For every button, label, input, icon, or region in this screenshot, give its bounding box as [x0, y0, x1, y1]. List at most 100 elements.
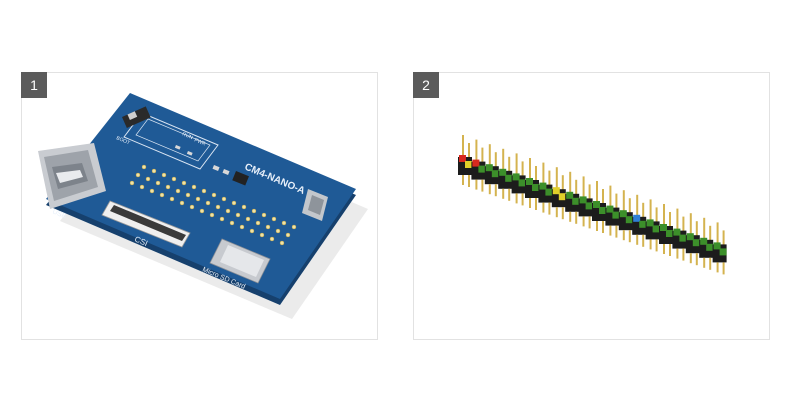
pin [716, 262, 719, 273]
pin [508, 188, 511, 201]
pin [615, 225, 618, 238]
pin [535, 166, 537, 190]
pin [521, 161, 524, 186]
pin [703, 217, 706, 244]
pin [615, 193, 618, 218]
pin [669, 244, 671, 256]
pin [529, 158, 531, 184]
pin-cap [599, 207, 606, 214]
pin [642, 202, 645, 227]
pin [521, 193, 524, 206]
pin [555, 207, 558, 218]
pin [529, 198, 531, 208]
pin [588, 184, 591, 209]
pin [609, 185, 612, 212]
pin [649, 239, 652, 250]
pin-cap [526, 178, 533, 185]
pin-cap [666, 230, 673, 237]
pin [502, 148, 505, 175]
pin [655, 239, 658, 252]
pin [669, 212, 671, 236]
pin-cap [593, 201, 600, 208]
pin [468, 175, 470, 187]
pin [515, 153, 518, 180]
pin [481, 179, 484, 192]
pin-cap [660, 224, 667, 231]
pin [695, 253, 698, 266]
pin [676, 248, 679, 259]
pin [508, 156, 511, 181]
pin [703, 257, 706, 268]
pin [548, 202, 551, 215]
pin-cap [713, 242, 721, 250]
csi-connector [101, 200, 191, 248]
pin-cap [532, 184, 539, 191]
pin [569, 211, 572, 222]
pin [722, 262, 725, 275]
pin-cap [558, 193, 566, 201]
pin-cap [679, 234, 687, 242]
pin-cap [673, 228, 681, 236]
pin-cap [686, 233, 694, 241]
pin-cap [700, 237, 708, 245]
pin-cap [478, 165, 486, 173]
pin-cap [512, 173, 520, 181]
pin-cap [518, 179, 526, 187]
pin [542, 162, 545, 189]
pin [582, 176, 585, 203]
pin [622, 190, 625, 217]
pin-cap [572, 197, 580, 205]
pin-cap [625, 216, 633, 224]
pin [488, 144, 491, 171]
pin-cap [485, 164, 493, 172]
pin [494, 184, 497, 197]
board-pwr-label: PWR [193, 137, 206, 147]
pin-cap [606, 205, 614, 213]
pin [628, 198, 631, 223]
pin-cap [472, 159, 480, 167]
pin [663, 204, 665, 230]
pin-cap [646, 219, 654, 227]
pin [682, 248, 685, 261]
pin-header [458, 135, 727, 275]
pin [642, 234, 645, 247]
pin-cap [585, 202, 593, 210]
board-boot-label: BOOT [115, 135, 130, 146]
gallery-item-1[interactable]: 1 [21, 72, 378, 340]
gallery-item-2[interactable]: 2 [413, 72, 770, 340]
pin [682, 216, 685, 241]
pin [689, 213, 692, 240]
pin [535, 198, 537, 210]
pin-cap [465, 161, 472, 168]
pin [636, 194, 639, 221]
pin [569, 171, 572, 198]
pcb-board [46, 93, 356, 299]
pin [575, 179, 578, 204]
pin-cap [612, 211, 620, 219]
pin [695, 221, 698, 246]
item-number-badge: 2 [413, 72, 439, 98]
pin-cap [706, 243, 714, 251]
pin-cap [633, 214, 641, 222]
pin [649, 199, 652, 226]
pin [588, 216, 591, 229]
item-number-badge: 1 [21, 72, 47, 98]
pin [502, 188, 505, 199]
pin [709, 225, 712, 250]
pin [596, 221, 598, 231]
usb-c-port [302, 189, 328, 221]
pin [575, 211, 578, 224]
pin-cap [491, 170, 499, 178]
pin [494, 152, 497, 177]
pin [709, 257, 712, 270]
pin [468, 143, 470, 167]
pin [475, 179, 478, 190]
pin [716, 222, 719, 249]
pin-cap [505, 174, 513, 182]
pin [488, 184, 491, 195]
pin-cap [566, 191, 574, 199]
pin [582, 216, 585, 227]
usb-a-port [38, 143, 106, 209]
pin-cap [545, 188, 553, 196]
pin-cap [719, 248, 727, 256]
